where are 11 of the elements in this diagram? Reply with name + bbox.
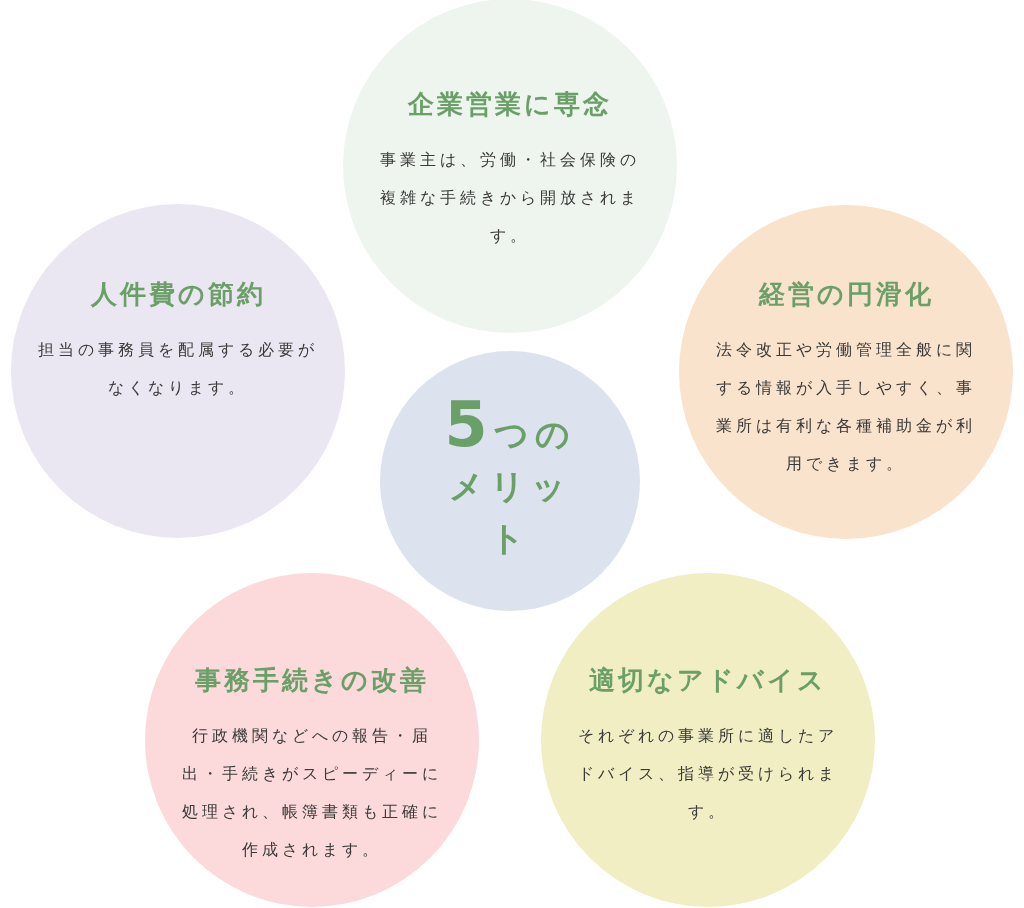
circle-heading: 企業営業に専念 [408,88,612,121]
circle-description: それぞれの事業所に適したアドバイス、指導が受けられます。 [577,725,839,823]
circle-description: 事業主は、労働・社会保険の複雑な手続きから開放されます。 [379,149,641,247]
circle-description: 法令改正や労働管理全般に関する情報が入手しやすく、事業所は有利な各種補助金が利用できます。 [715,339,977,475]
circle-heading: 事務手続きの改善 [195,664,429,697]
circle-heading: 適切なアドバイス [589,664,827,697]
circle-heading: 経営の円滑化 [758,278,934,311]
circle-description: 行政機関などへの報告・届出・手続きがスピーディーに処理され、帳簿書類も正確に作成されます。 [181,725,443,861]
center-title: 5つのメリット [443,398,577,560]
circle-description: 担当の事務員を配属する必要がなくなります。 [37,339,319,399]
circle-heading: 人件費の節約 [90,278,266,311]
